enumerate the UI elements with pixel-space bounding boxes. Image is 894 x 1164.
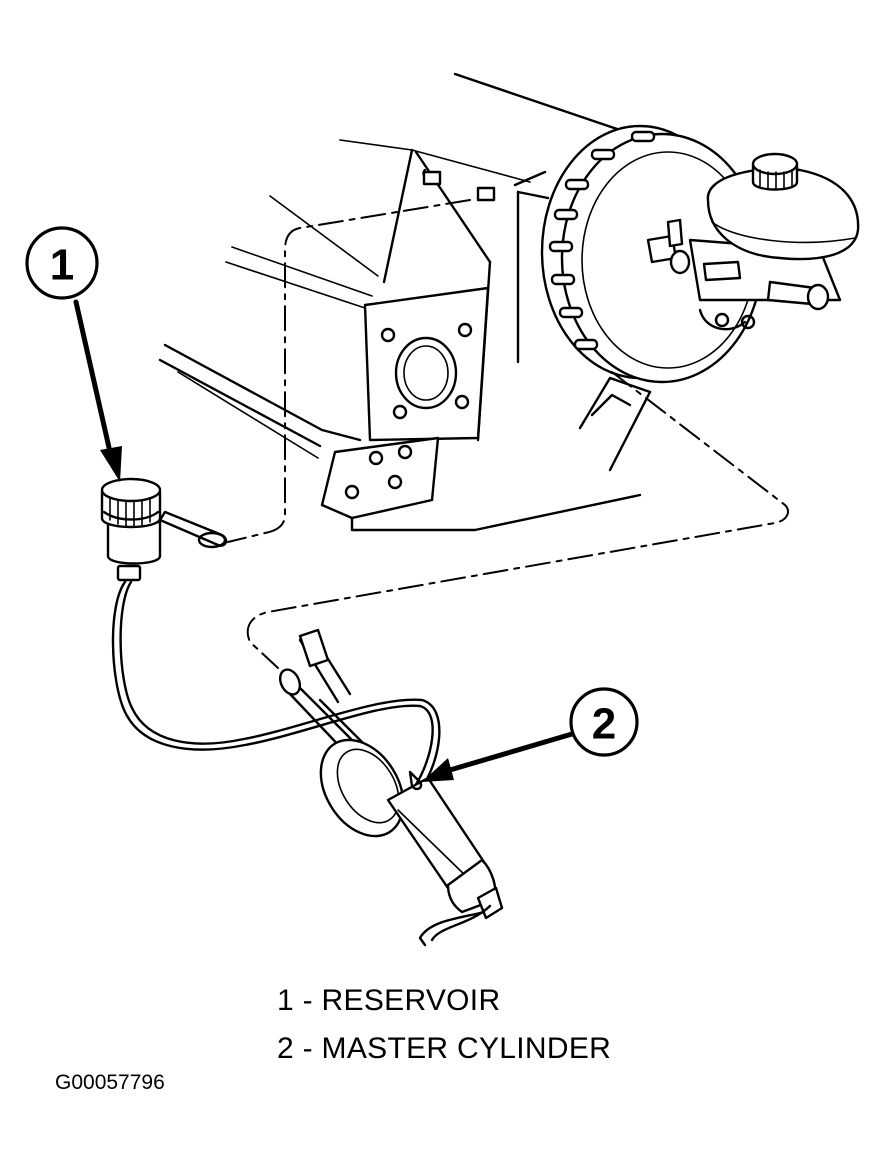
callout-1-label: 1 (50, 241, 74, 290)
legend-item-reservoir: 1 - RESERVOIR (277, 984, 501, 1017)
callout-1: 1 (25, 226, 122, 482)
legend-item-master-cylinder: 2 - MASTER CYLINDER (277, 1032, 612, 1065)
brake-reservoir-cap (751, 152, 799, 191)
clutch-master-cylinder (278, 628, 504, 947)
supply-hose (111, 580, 441, 791)
figure-id: G00057796 (55, 1071, 165, 1094)
clutch-reservoir (100, 477, 228, 582)
callout-1-arrowhead (100, 446, 122, 482)
booster-rib-slots (548, 130, 656, 351)
alignment-lines (227, 199, 789, 669)
mounting-plate (363, 286, 490, 442)
callout-2: 2 (422, 687, 639, 782)
brake-master-cylinder (646, 152, 860, 311)
callout-2-arrowhead (422, 758, 454, 782)
lower-bracket (320, 376, 652, 532)
master-cylinder-flange (319, 738, 405, 838)
callout-2-label: 2 (592, 700, 616, 749)
